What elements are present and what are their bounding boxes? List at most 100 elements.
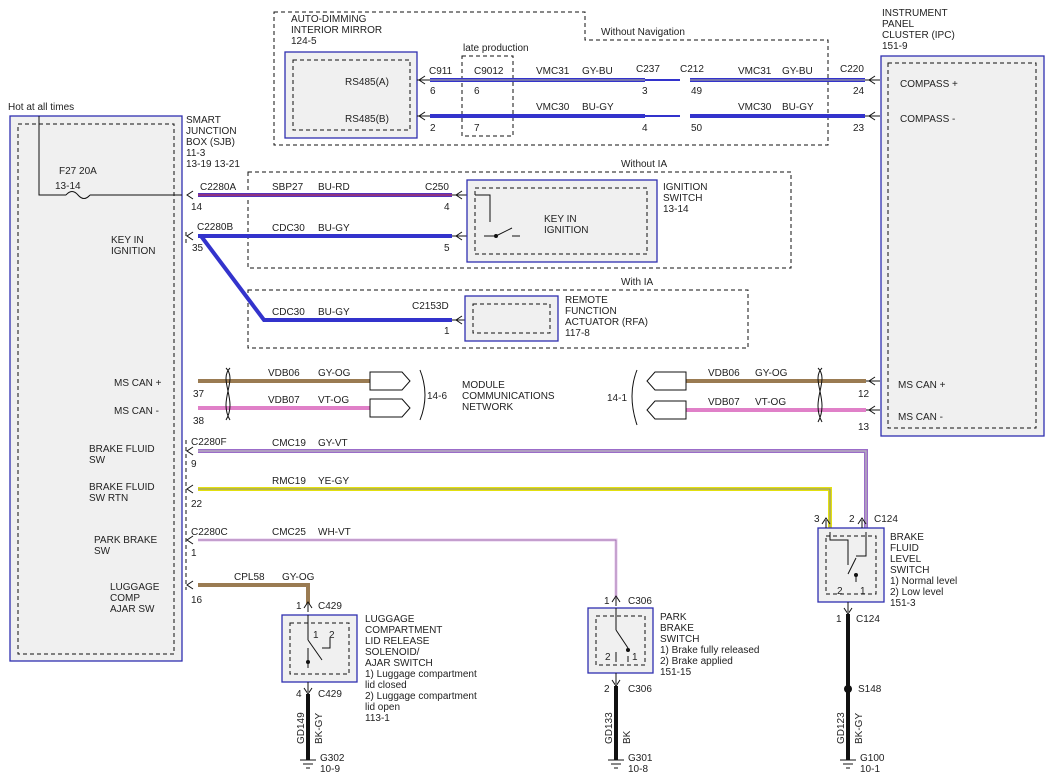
twisted-pair-left-b	[225, 367, 231, 421]
connector-c124-bottom: C124	[856, 614, 880, 625]
ipc-ref: 151-9	[882, 41, 908, 52]
sjb-title-1: SMART	[186, 115, 221, 126]
c429-top-arrow	[303, 601, 313, 612]
wire-cmc25-circuit: CMC25	[272, 527, 306, 538]
wire-cmc19-color: GY-VT	[318, 438, 348, 449]
fuse-ref: 13-14	[55, 181, 81, 192]
connector-c429-bottom: C429	[318, 689, 342, 700]
brake-fluid-switch-pivot	[854, 573, 858, 577]
luggage-note-1: 1) Luggage compartment	[365, 669, 477, 680]
pin-c2280a-14: 14	[191, 202, 203, 213]
sjb-park-brake-2: SW	[94, 546, 111, 557]
brake-fluid-title-1: BRAKE	[890, 532, 924, 543]
wire-vdb07-right-color: VT-OG	[755, 397, 786, 408]
pin-16: 16	[191, 595, 203, 606]
ground-g301-ref: 10-8	[628, 764, 648, 775]
pin-c124-3: 3	[814, 514, 820, 525]
sjb-brake-fluid-rtn-2: SW RTN	[89, 493, 128, 504]
park-brake-note-2: 2) Brake applied	[660, 656, 733, 667]
twisted-pair-right-b	[817, 367, 823, 423]
c306-top-arrow	[611, 595, 621, 606]
luggage-ref: 113-1	[365, 713, 390, 724]
without-ia-outline	[247, 171, 792, 269]
pin-c250-4: 4	[444, 202, 450, 213]
luggage-note-2: 2) Luggage compartment	[365, 691, 477, 702]
wire-rmc19	[198, 487, 832, 532]
without-navigation-outline	[273, 11, 829, 146]
park-brake-title-1: PARK	[660, 612, 687, 623]
splice-s148	[844, 685, 852, 693]
late-production-outline	[461, 55, 514, 137]
park-brake-ref: 151-15	[660, 667, 692, 678]
network-brace-left	[419, 369, 426, 421]
brake-fluid-switch-arrows	[821, 517, 867, 528]
sjb-brake-fluid-1: BRAKE FLUID	[89, 444, 155, 455]
luggage-title-4: SOLENOID/	[365, 647, 420, 658]
connector-c237: C237	[636, 64, 660, 75]
park-brake-switch-inner	[595, 615, 646, 666]
pin-c2153d-1: 1	[444, 326, 450, 337]
wire-cdc30-b-circuit: CDC30	[272, 307, 305, 318]
ipc-can-arrows	[868, 376, 876, 415]
wire-cmc19-stripe	[198, 450, 867, 532]
park-switch-pin-2: 2	[605, 652, 611, 663]
wire-cmc25	[198, 538, 618, 598]
luggage-title-5: AJAR SWITCH	[365, 658, 433, 669]
brake-fluid-switch-box	[817, 527, 885, 603]
wire-gd149-circuit: GD149	[296, 712, 307, 744]
ipc-title-2: PANEL	[882, 19, 914, 30]
ignition-title-1: IGNITION	[663, 182, 707, 193]
wire-cpl58-circuit: CPL58	[234, 572, 265, 583]
wire-vdb06-right-circuit: VDB06	[708, 368, 740, 379]
pin-c911-2: 2	[430, 123, 436, 134]
ignition-inner-1: KEY IN	[544, 214, 577, 225]
pin-c429-1: 1	[296, 601, 302, 612]
switch-pin-2: 2	[837, 586, 843, 597]
ground-g100-label: G100	[860, 753, 885, 764]
sjb-key-in-2: IGNITION	[111, 246, 155, 257]
connector-c124-top: C124	[874, 514, 898, 525]
ground-g302-label: G302	[320, 753, 345, 764]
pin-c212-49: 49	[691, 86, 703, 97]
late-production-label: late production	[463, 43, 529, 54]
pin-c124-1: 1	[836, 614, 842, 625]
pin-12: 12	[858, 389, 870, 400]
wire-gd149-color: BK-GY	[314, 713, 325, 744]
pin-c237-4: 4	[642, 123, 648, 134]
connector-c2280b: C2280B	[197, 222, 233, 233]
network-title-3: NETWORK	[462, 402, 513, 413]
wire-vmc30-left-color: BU-GY	[582, 102, 614, 113]
pin-c306-1: 1	[604, 596, 610, 607]
pin-9: 9	[191, 459, 197, 470]
ipc-inner	[887, 62, 1037, 429]
ipc-title-1: INSTRUMENT	[882, 8, 948, 19]
wire-rmc19-stripe	[198, 488, 831, 532]
ground-g302-symbol	[300, 759, 316, 769]
rfa-title-2: FUNCTION	[565, 306, 617, 317]
network-connector-left	[369, 371, 411, 418]
ground-g301-symbol	[608, 759, 624, 769]
pin-c220-24: 24	[853, 86, 865, 97]
connector-c2280a: C2280A	[200, 182, 236, 193]
connector-c9012: C9012	[474, 66, 504, 77]
wire-gd123-circuit: GD123	[836, 712, 847, 744]
ipc-compass-minus: COMPASS -	[900, 114, 955, 125]
network-brace-right	[631, 369, 638, 426]
park-brake-switch-box	[587, 607, 654, 674]
sjb-ref-2: 13-19 13-21	[186, 159, 240, 170]
sjb-mscan-plus: MS CAN +	[114, 378, 162, 389]
ipc-box	[880, 55, 1045, 437]
wire-vdb06-left-color: GY-OG	[318, 368, 351, 379]
connector-c306-bottom: C306	[628, 684, 652, 695]
with-ia-outline	[247, 289, 749, 349]
wire-cdc30-a-color: BU-GY	[318, 223, 350, 234]
luggage-note-2b: lid open	[365, 702, 400, 713]
ipc-mscan-minus: MS CAN -	[898, 412, 943, 423]
connector-c429-top: C429	[318, 601, 342, 612]
pin-22: 22	[191, 499, 203, 510]
brake-fluid-note-2: 2) Low level	[890, 587, 943, 598]
rfa-ref: 117-8	[565, 328, 590, 339]
wire-vmc31-left-color: GY-BU	[582, 66, 613, 77]
luggage-arrow	[186, 580, 194, 590]
